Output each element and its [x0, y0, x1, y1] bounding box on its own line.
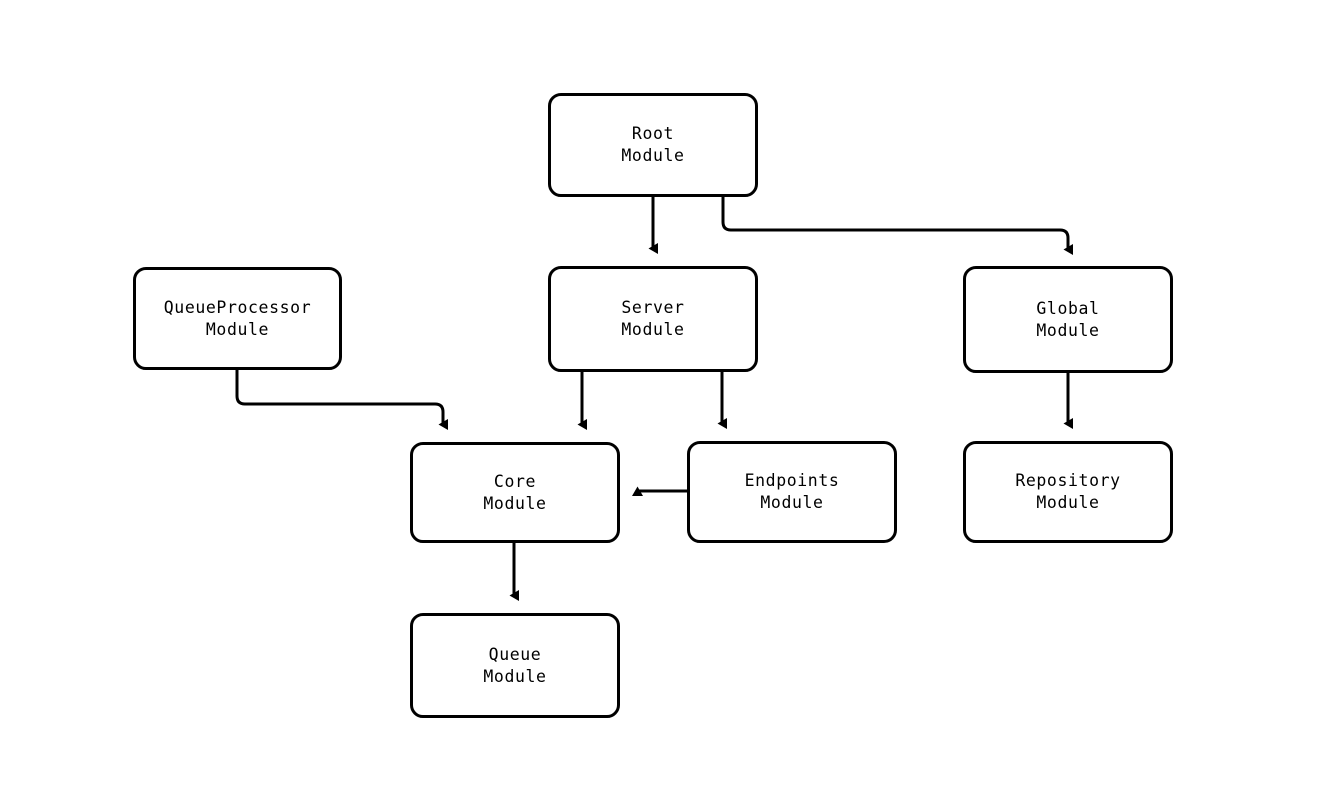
edge-root-to-global: [721, 197, 1073, 255]
node-global-module-line1: Global: [1036, 298, 1100, 318]
node-queue-module-line2: Module: [483, 666, 547, 686]
node-endpoints-module[interactable]: Endpoints Module: [687, 441, 897, 543]
node-queueprocessor-module-line1: QueueProcessor: [163, 297, 312, 317]
node-root-module-line2: Module: [621, 146, 685, 165]
node-core-module[interactable]: Core Module: [410, 442, 620, 543]
node-repository-module[interactable]: Repository Module: [963, 441, 1173, 543]
node-repository-module-line1: Repository: [1015, 471, 1121, 490]
node-queue-module[interactable]: Queue Module: [410, 613, 620, 718]
node-queueprocessor-module[interactable]: QueueProcessor Module: [133, 267, 342, 370]
node-server-module-line2: Module: [621, 320, 685, 339]
node-queue-module-line1: Queue: [488, 644, 542, 664]
node-server-module[interactable]: Server Module: [548, 266, 758, 372]
node-core-module-line2: Module: [483, 493, 547, 513]
node-endpoints-module-line1: Endpoints: [744, 471, 840, 490]
node-server-module-line1: Server: [621, 298, 685, 317]
node-global-module-line2: Module: [1036, 320, 1100, 340]
node-queueprocessor-module-line2: Module: [205, 319, 270, 339]
node-global-module[interactable]: Global Module: [963, 266, 1173, 373]
node-core-module-line1: Core: [493, 471, 537, 491]
node-root-module[interactable]: Root Module: [548, 93, 758, 197]
edge-queueprocessor-to-core: [235, 370, 448, 430]
node-repository-module-line2: Module: [1036, 493, 1100, 512]
node-root-module-line1: Root: [631, 124, 675, 143]
node-endpoints-module-line2: Module: [760, 493, 824, 512]
